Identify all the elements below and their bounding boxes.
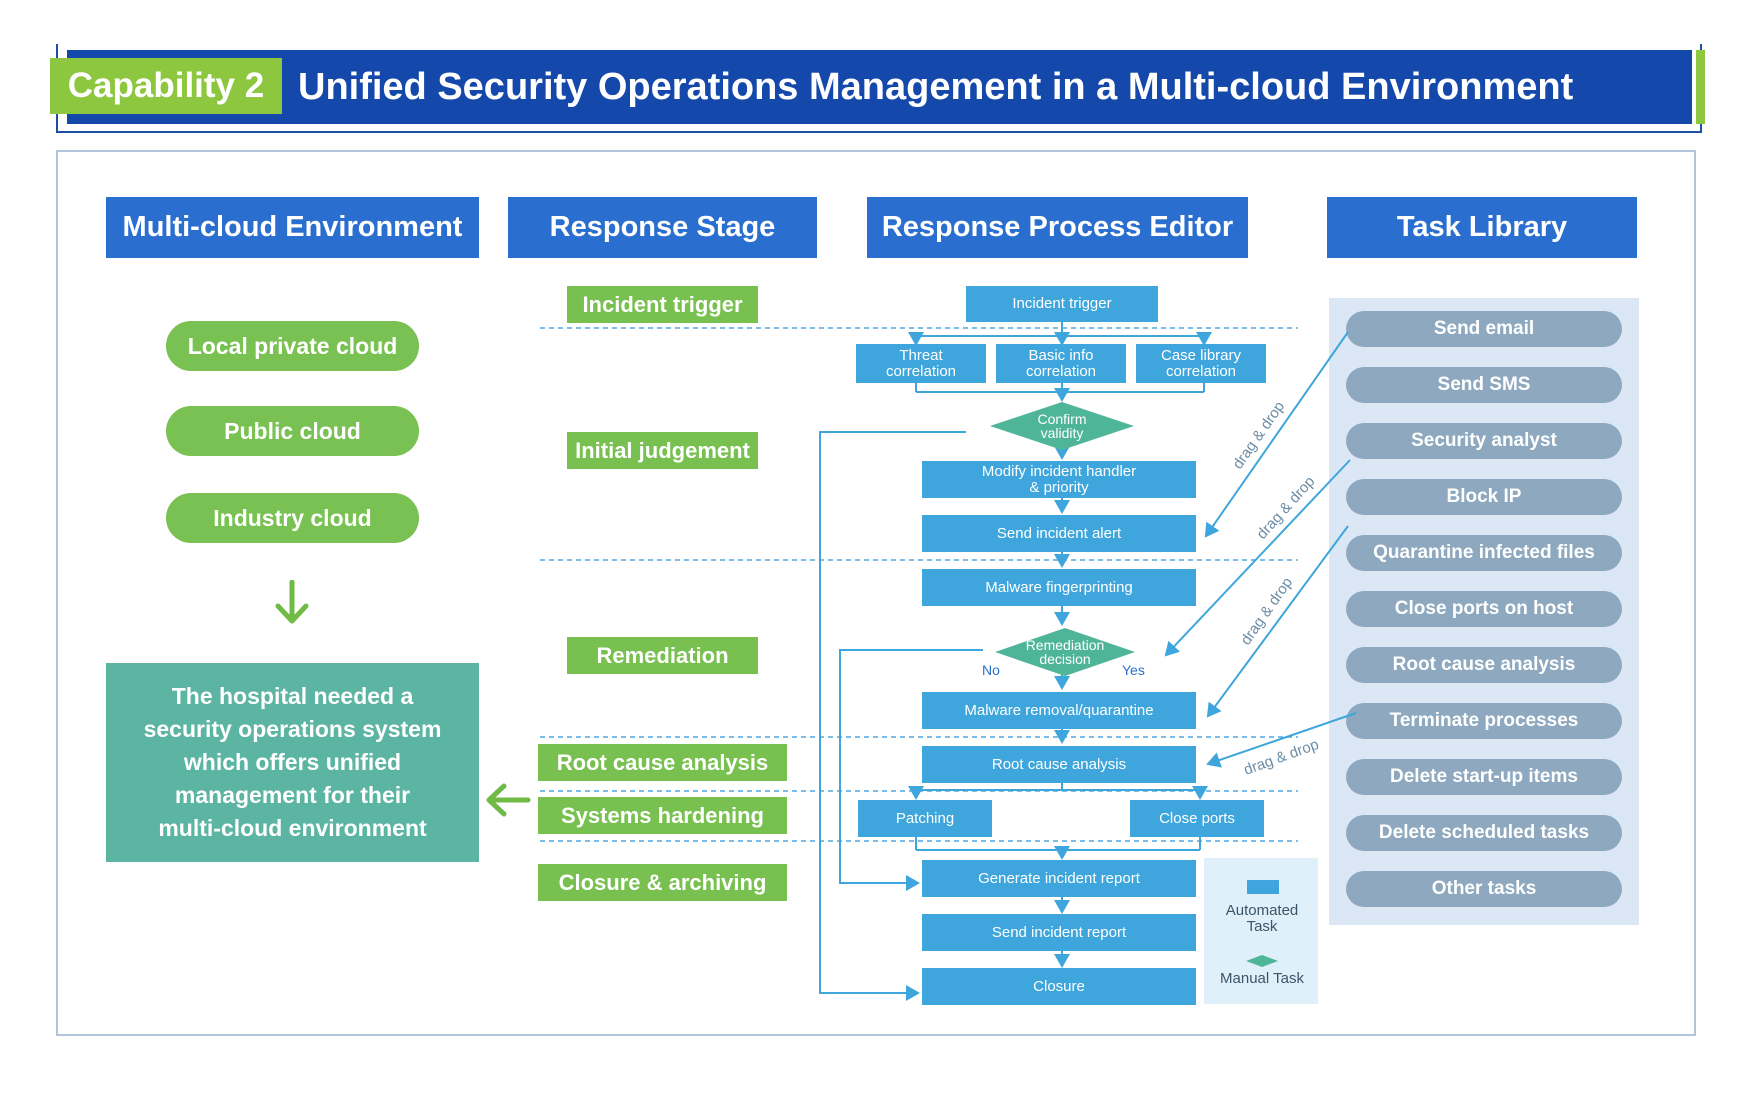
header-response-stage: Response Stage xyxy=(508,197,817,258)
flow-send-report[interactable]: Send incident report xyxy=(922,914,1196,951)
title-bar xyxy=(67,50,1692,124)
flow-text: Case library xyxy=(1160,346,1242,364)
task-root-cause-analysis[interactable]: Root cause analysis xyxy=(1346,647,1622,683)
flow-send-incident-alert[interactable]: Send incident alert xyxy=(922,515,1196,552)
flow-text: Threat xyxy=(899,346,943,364)
page-title: Unified Security Operations Management i… xyxy=(298,65,1574,108)
drag-drop-label: drag & drop xyxy=(1242,736,1321,779)
flow-modify-handler[interactable]: Modify incident handler & priority xyxy=(922,461,1196,498)
stage-incident-trigger: Incident trigger xyxy=(567,286,758,323)
task-close-ports-host[interactable]: Close ports on host xyxy=(1346,591,1622,627)
flow-root-cause-analysis[interactable]: Root cause analysis xyxy=(922,746,1196,783)
stage-initial-judgement: Initial judgement xyxy=(567,432,758,469)
task-send-sms[interactable]: Send SMS xyxy=(1346,367,1622,403)
hospital-note-line: which offers unified xyxy=(183,749,402,775)
remediation-text: Remediation xyxy=(1026,637,1105,653)
task-security-analyst[interactable]: Security analyst xyxy=(1346,423,1622,459)
task-terminate-processes[interactable]: Terminate processes xyxy=(1346,703,1622,739)
yes-label: Yes xyxy=(1122,662,1145,678)
task-send-email[interactable]: Send email xyxy=(1346,311,1622,347)
main-frame xyxy=(56,150,1696,1036)
drag-drop-label: drag & drop xyxy=(1253,473,1318,543)
task-block-ip[interactable]: Block IP xyxy=(1346,479,1622,515)
flow-text: Basic info xyxy=(1028,346,1094,364)
header-task-library: Task Library xyxy=(1327,197,1637,258)
legend-manual-label: Manual Task xyxy=(1220,970,1304,987)
arrow-left-icon xyxy=(486,783,531,817)
env-local-private-cloud: Local private cloud xyxy=(166,321,419,371)
flow-case-library-correlation[interactable]: Case library correlation xyxy=(1136,344,1266,383)
env-public-cloud: Public cloud xyxy=(166,406,419,456)
hospital-note-line: The hospital needed a xyxy=(171,683,414,709)
remediation-diamond xyxy=(995,628,1135,676)
flow-text: correlation xyxy=(1025,362,1097,380)
hospital-note: The hospital needed a security operation… xyxy=(106,663,479,862)
header-process-editor: Response Process Editor xyxy=(867,197,1248,258)
capability-badge: Capability 2 xyxy=(50,58,282,114)
confirm-text: Confirm xyxy=(1037,411,1086,427)
confirm-diamond xyxy=(990,402,1134,450)
task-quarantine-files[interactable]: Quarantine infected files xyxy=(1346,535,1622,571)
legend-manual-symbol xyxy=(1246,955,1278,967)
remediation-text: decision xyxy=(1039,651,1090,667)
flow-text: Modify incident handler xyxy=(981,462,1137,480)
flow-malware-fingerprinting[interactable]: Malware fingerprinting xyxy=(922,569,1196,606)
title-accent xyxy=(1696,50,1705,124)
hospital-note-line: multi-cloud environment xyxy=(158,815,427,841)
hospital-note-line: security operations system xyxy=(143,716,442,742)
flow-threat-correlation[interactable]: Threat correlation xyxy=(856,344,986,383)
stage-closure-archiving: Closure & archiving xyxy=(538,864,787,901)
flow-text: correlation xyxy=(885,362,957,380)
flow-incident-trigger[interactable]: Incident trigger xyxy=(966,286,1158,322)
flow-patching[interactable]: Patching xyxy=(858,800,992,837)
legend-automated-symbol xyxy=(1247,880,1279,894)
legend-automated-label: Task xyxy=(1247,918,1278,935)
task-delete-scheduled-tasks[interactable]: Delete scheduled tasks xyxy=(1346,815,1622,851)
hospital-note-line: management for their xyxy=(174,782,411,808)
flow-generate-report[interactable]: Generate incident report xyxy=(922,860,1196,897)
flow-basic-info-correlation[interactable]: Basic info correlation xyxy=(996,344,1126,383)
task-delete-startup-items[interactable]: Delete start-up items xyxy=(1346,759,1622,795)
no-label: No xyxy=(982,662,1000,678)
flow-text: & priority xyxy=(1029,478,1089,496)
env-industry-cloud: Industry cloud xyxy=(166,493,419,543)
legend-automated-label: Automated xyxy=(1226,902,1299,919)
task-other-tasks[interactable]: Other tasks xyxy=(1346,871,1622,907)
flow-closure[interactable]: Closure xyxy=(922,968,1196,1005)
flow-text: correlation xyxy=(1165,362,1237,380)
arrow-down-icon xyxy=(275,580,309,624)
header-multi-cloud: Multi-cloud Environment xyxy=(106,197,479,258)
stage-systems-hardening: Systems hardening xyxy=(538,797,787,834)
stage-root-cause-analysis: Root cause analysis xyxy=(538,744,787,781)
flow-close-ports[interactable]: Close ports xyxy=(1130,800,1264,837)
flow-malware-removal[interactable]: Malware removal/quarantine xyxy=(922,692,1196,729)
stage-remediation: Remediation xyxy=(567,637,758,674)
confirm-text: validity xyxy=(1041,425,1084,441)
